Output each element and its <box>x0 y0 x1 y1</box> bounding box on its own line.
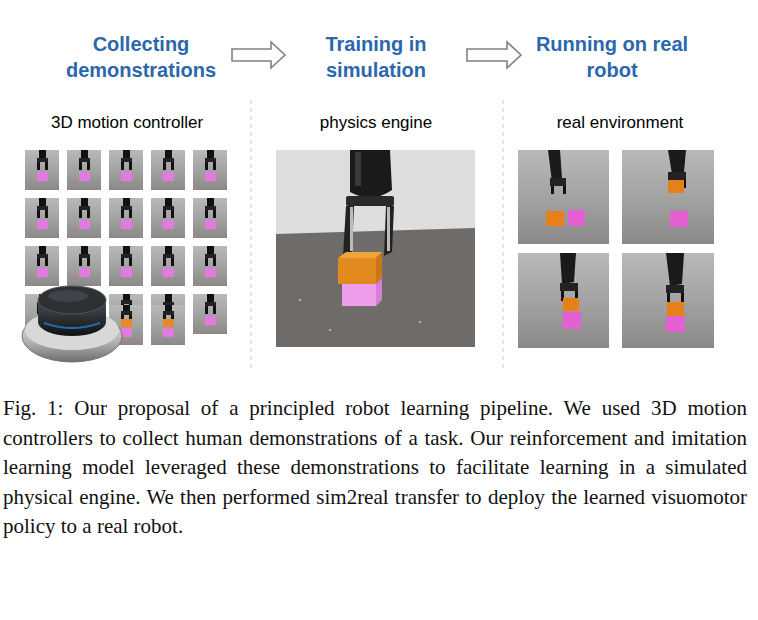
3d-mouse <box>22 286 122 362</box>
block-arrow <box>232 42 285 68</box>
separator <box>503 100 504 372</box>
separator <box>251 100 252 372</box>
stage-heading-box: Training in simulation <box>291 31 461 83</box>
figure-caption: Fig. 1: Our proposal of a principled rob… <box>3 394 747 542</box>
stage-heading-box: Running on real robot <box>527 31 697 83</box>
real-images <box>518 150 714 348</box>
stage-subtitle: 3D motion controller <box>51 113 203 133</box>
block-arrow <box>467 42 521 68</box>
demo-thumbnails <box>25 150 227 345</box>
stage-heading: Collecting demonstrations <box>56 31 226 83</box>
stage-heading-box: Collecting demonstrations <box>56 31 226 83</box>
stage-heading: Running on real robot <box>527 31 697 83</box>
simulation-image <box>276 150 475 347</box>
stage-heading: Training in simulation <box>291 31 461 83</box>
stage-subtitle: real environment <box>557 113 684 133</box>
stage-subtitle: physics engine <box>320 113 432 133</box>
